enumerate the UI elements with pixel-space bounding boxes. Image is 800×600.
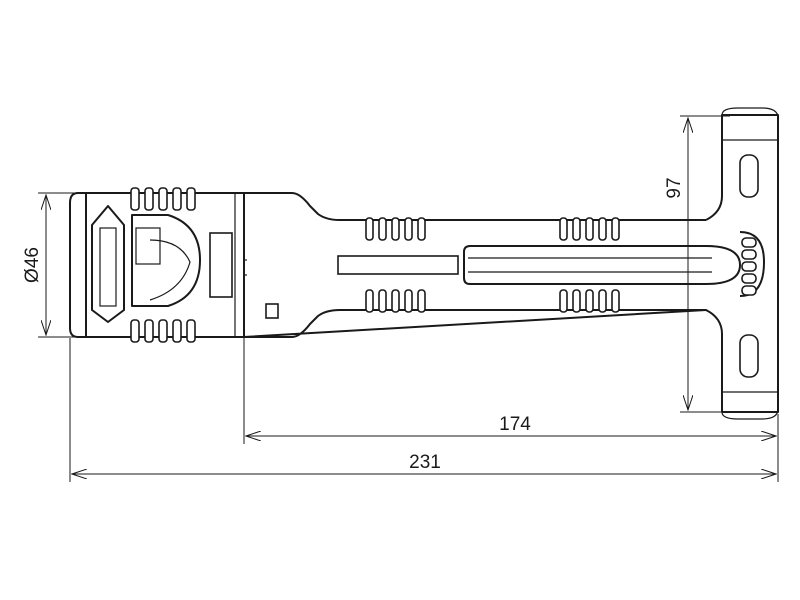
- handle-details: [739, 154, 765, 378]
- shaft-channels: [337, 245, 741, 285]
- shaft-ribs: [365, 217, 620, 313]
- dimension-diameter: Ø46: [22, 192, 84, 338]
- collar: [243, 192, 707, 338]
- dimension-height: 97: [664, 115, 730, 413]
- head-ribs-top: [130, 187, 196, 211]
- round-window: [131, 214, 201, 307]
- dimension-inner-length: 174: [243, 338, 779, 444]
- dimension-overall-length: 231: [69, 338, 779, 482]
- overall-length-label: 231: [409, 452, 441, 473]
- head-cap: [69, 192, 87, 338]
- side-slot: [209, 232, 233, 298]
- indicator: [265, 303, 279, 319]
- diameter-label: Ø46: [22, 247, 43, 283]
- t-handle-body: [705, 114, 779, 413]
- arrow-frame: [91, 205, 125, 323]
- height-label: 97: [664, 177, 685, 198]
- head-ribs-bottom: [130, 319, 196, 343]
- head-details: [91, 205, 279, 323]
- inner-length-label: 174: [499, 414, 531, 435]
